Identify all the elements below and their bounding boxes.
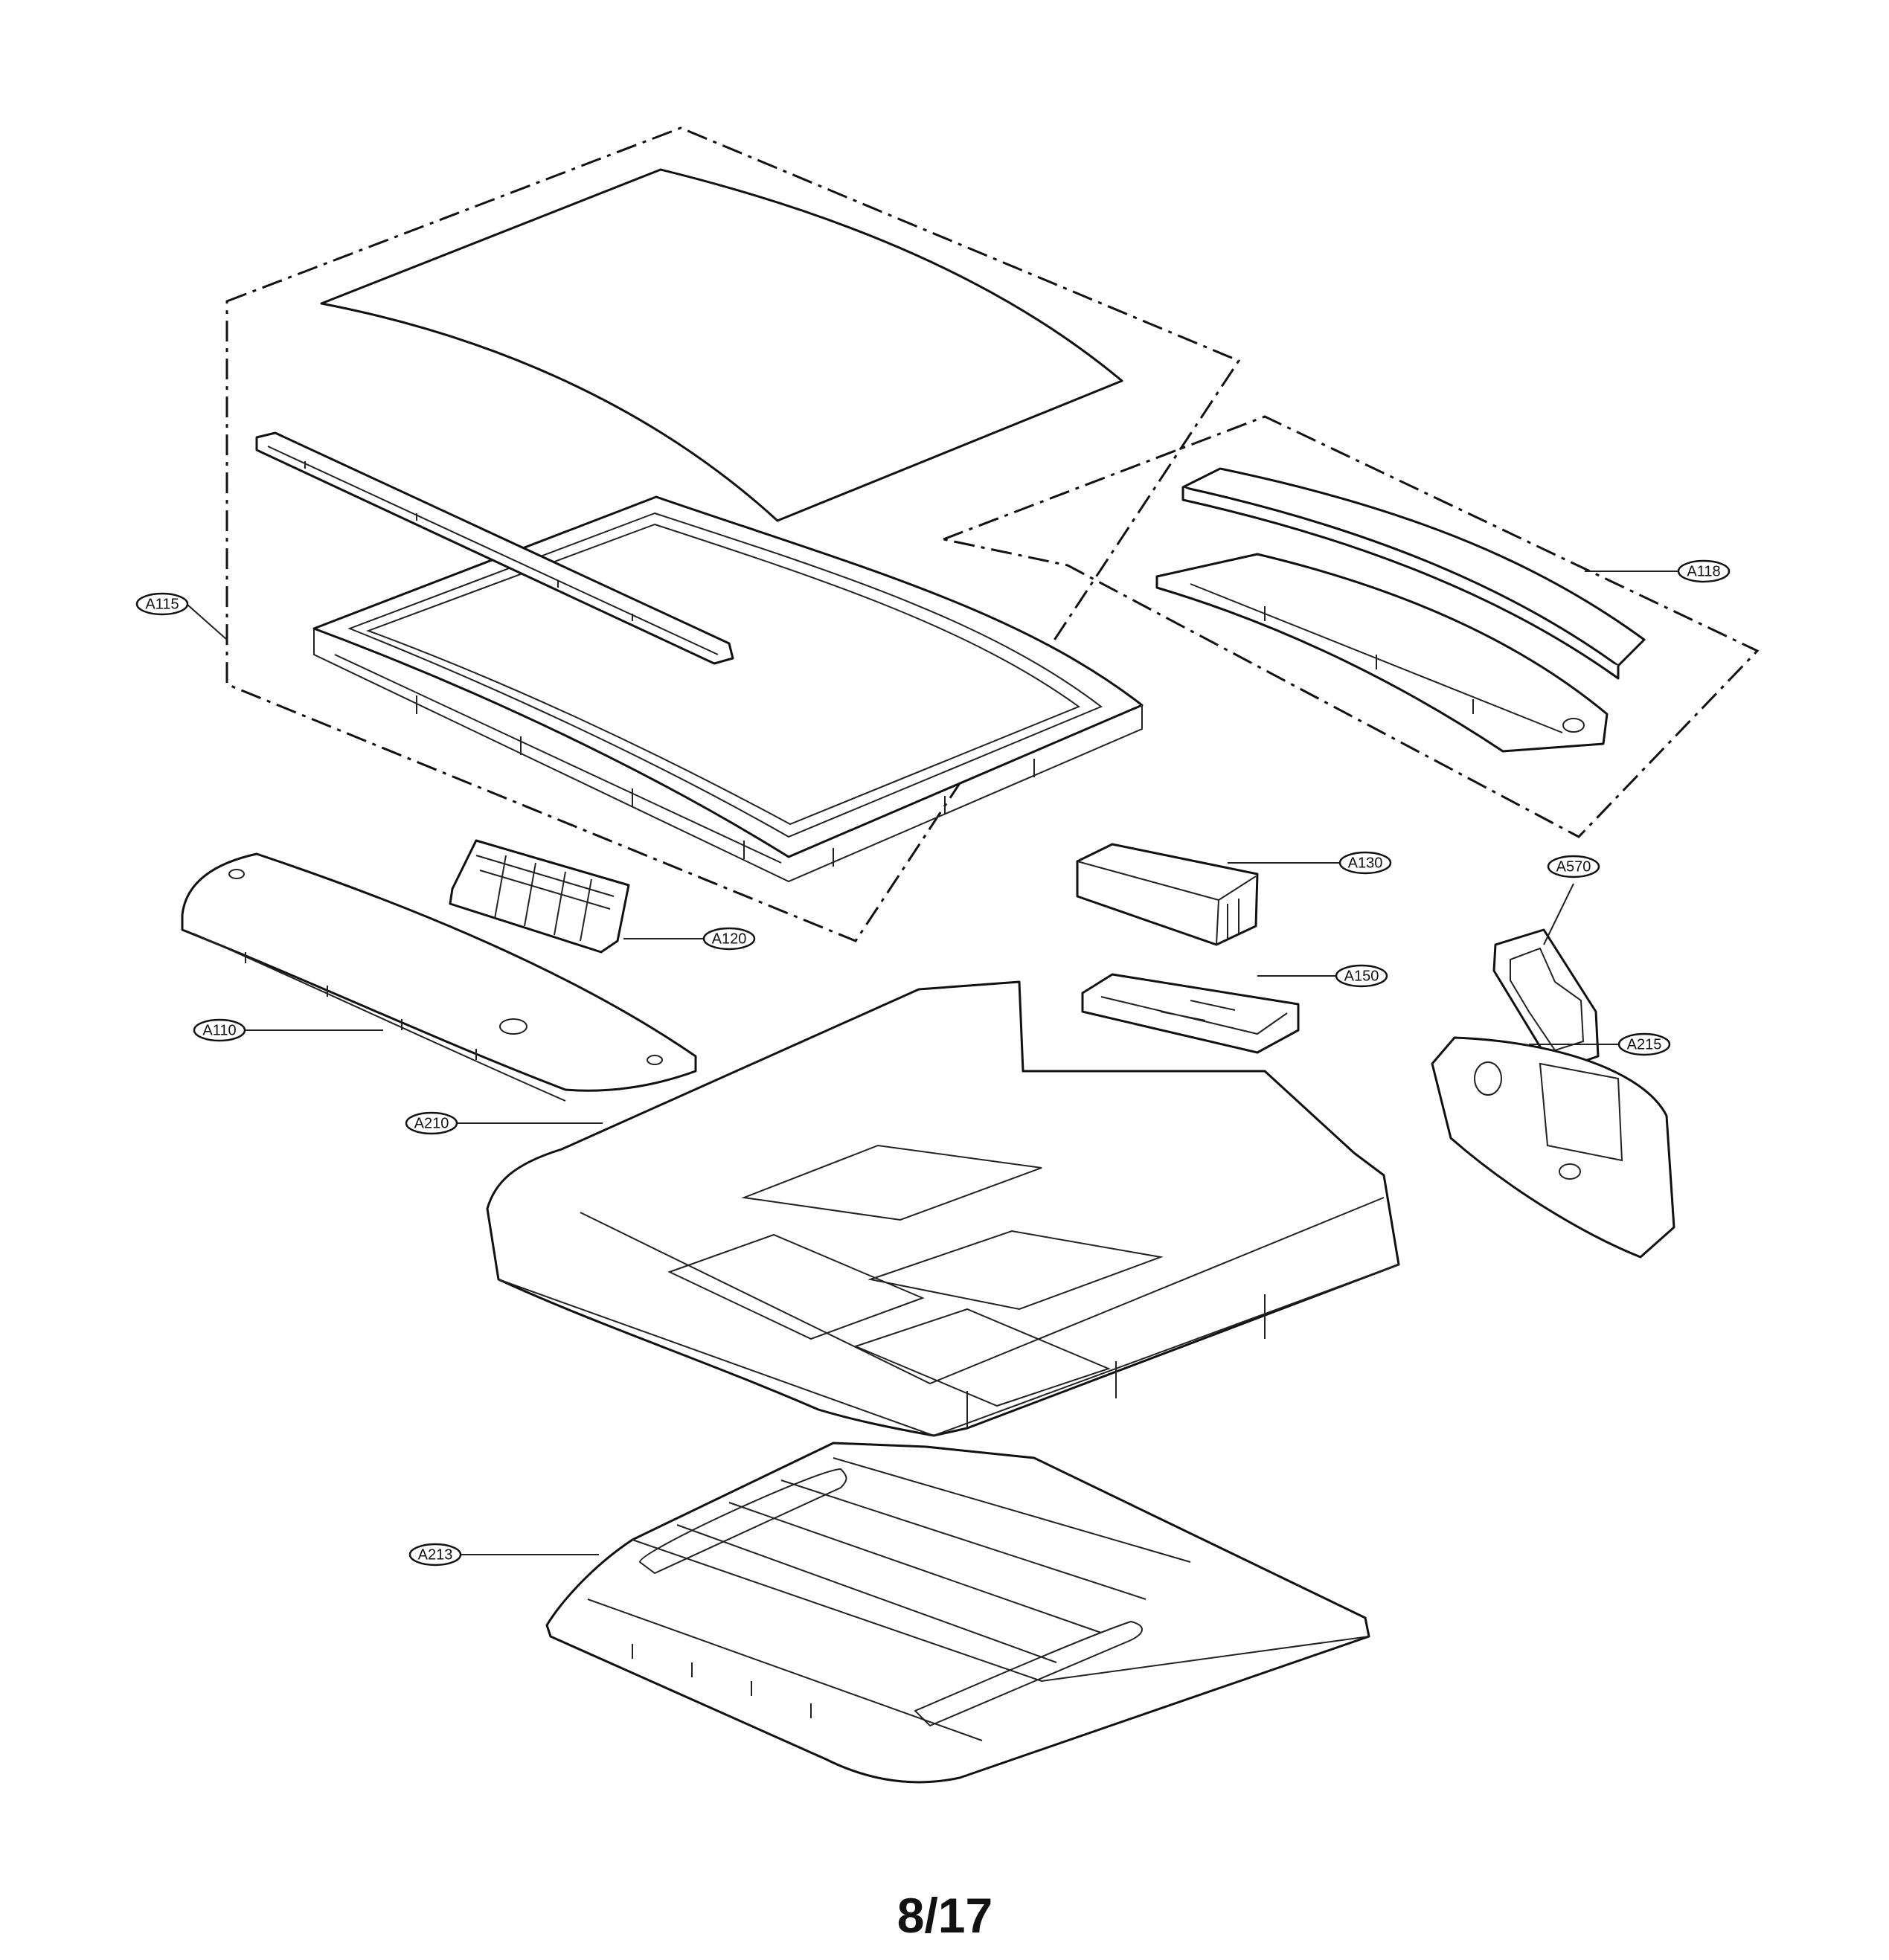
leader-line-a115 xyxy=(187,604,228,640)
door-handle-strip xyxy=(255,431,734,665)
leader-line-a570 xyxy=(1543,883,1574,945)
bottom-pan xyxy=(545,1442,1370,1784)
group-boundary-a118 xyxy=(939,415,1760,838)
rear-bracket xyxy=(1431,1036,1675,1259)
door-frame xyxy=(312,495,1144,883)
callout-label: A213 xyxy=(418,1546,453,1563)
callout-a115: A115 xyxy=(135,592,189,616)
glass-panel xyxy=(320,168,1123,522)
callout-a130: A130 xyxy=(1338,851,1392,875)
callout-label: A150 xyxy=(1344,968,1379,984)
callout-label: A110 xyxy=(202,1022,236,1038)
callout-label: A120 xyxy=(712,931,747,947)
callout-label: A130 xyxy=(1348,855,1383,871)
callout-label: A118 xyxy=(1687,563,1720,579)
callout-a110: A110 xyxy=(193,1018,246,1042)
callout-a150: A150 xyxy=(1335,964,1388,988)
callout-a215: A215 xyxy=(1617,1032,1671,1056)
callout-label: A570 xyxy=(1556,858,1591,875)
callout-a120: A120 xyxy=(702,927,756,951)
callout-a570: A570 xyxy=(1547,855,1600,878)
callout-a210: A210 xyxy=(405,1111,458,1135)
callout-a118: A118 xyxy=(1677,559,1731,583)
page-number: 8/17 xyxy=(897,1888,992,1943)
callout-a213: A213 xyxy=(408,1543,462,1567)
top-cover-panel xyxy=(181,852,697,1102)
control-housing xyxy=(1081,973,1300,1054)
callout-label: A215 xyxy=(1627,1036,1662,1053)
gasket-plate xyxy=(1492,928,1600,1073)
callout-label: A210 xyxy=(414,1115,449,1131)
console-base xyxy=(486,980,1400,1437)
main-control-board xyxy=(449,839,630,954)
control-panel-cover xyxy=(1181,467,1646,680)
display-module xyxy=(1076,843,1259,946)
callout-label: A115 xyxy=(145,596,179,612)
control-panel-frame xyxy=(1155,553,1609,753)
